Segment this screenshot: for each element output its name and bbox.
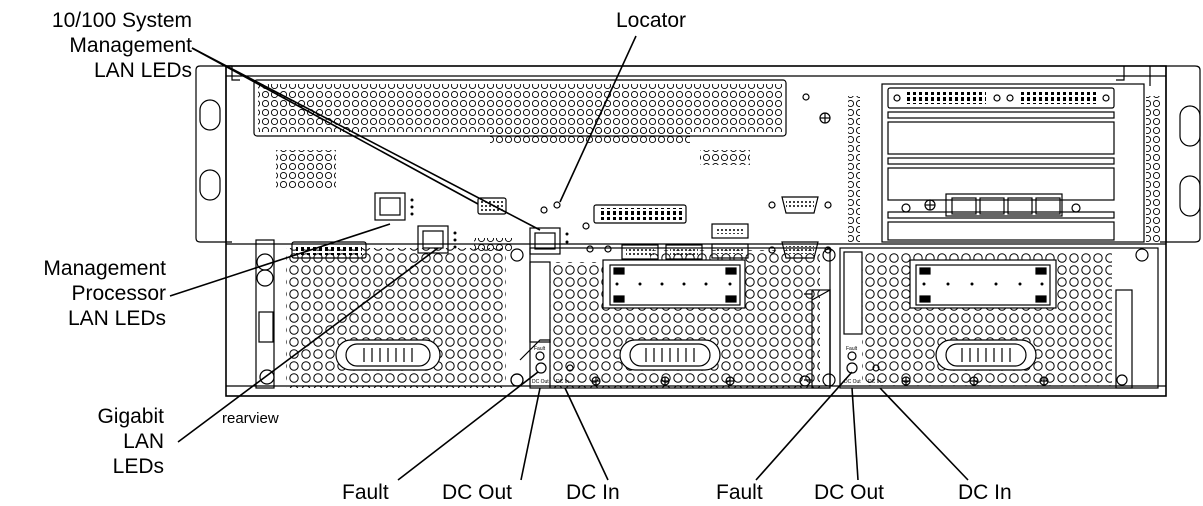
sys-mgmt-lan-port	[529, 227, 561, 255]
label-fault-1: Fault	[342, 481, 389, 504]
leader-sys-mgmt-2	[191, 47, 541, 231]
leader-locator	[559, 35, 637, 203]
leader-gigabit	[177, 247, 439, 443]
leader-sys-mgmt-1	[191, 47, 479, 205]
pci-slot-area	[881, 83, 1145, 243]
mgmt-processor-lan-leds	[410, 198, 414, 216]
label-gigabit-line2: LAN	[123, 430, 164, 453]
leader-fault-2	[755, 371, 853, 481]
psu1-dcin-mark: DC In	[556, 379, 569, 385]
label-rearview: rearview	[222, 410, 279, 427]
power-supply-2	[811, 247, 1159, 389]
label-sys-mgmt-line2: Management	[69, 34, 192, 57]
label-mgmt-proc-line1: Management	[43, 257, 166, 280]
leader-fault-1	[397, 371, 539, 481]
gigabit-lan-leds	[453, 231, 457, 249]
psu2-dcout-mark: DC Out	[844, 379, 861, 385]
center-vent-column	[848, 96, 860, 242]
top-vent-panel	[253, 79, 787, 137]
leader-dcin-1	[564, 387, 609, 481]
label-dc-in-1: DC In	[566, 481, 620, 504]
label-dc-out-2: DC Out	[814, 481, 885, 504]
mgmt-processor-lan-port	[374, 192, 406, 221]
psu1-mount-screw	[510, 373, 524, 387]
chassis-outline	[225, 65, 1167, 397]
label-sys-mgmt-line1: 10/100 System	[51, 9, 192, 32]
label-fault-2: Fault	[716, 481, 763, 504]
label-gigabit-line3: LEDs	[112, 455, 164, 478]
psu1-dcout-mark: DC Out	[532, 379, 549, 385]
right-vent-column	[1146, 96, 1160, 242]
leader-dcout-1	[520, 387, 541, 481]
leader-dcin-2	[879, 387, 969, 481]
label-sys-mgmt-line3: LAN LEDs	[93, 59, 192, 82]
left-handle-strip	[255, 239, 275, 389]
label-locator: Locator	[616, 9, 687, 32]
scsi-connector-center	[593, 204, 687, 224]
left-fan-vent	[286, 248, 524, 388]
leader-dcout-2	[851, 387, 859, 481]
label-mgmt-processor-lan-leds: Management Processor LAN LEDs	[0, 256, 166, 331]
power-supply-1	[510, 247, 831, 389]
locator-led	[553, 201, 561, 209]
sys-mgmt-lan-leds	[565, 232, 569, 244]
label-dc-in-2: DC In	[958, 481, 1012, 504]
psu2-fault-mark: Fault	[846, 346, 858, 352]
label-mgmt-proc-line3: LAN LEDs	[67, 307, 166, 330]
label-gigabit-lan-leds: Gigabit LAN LEDs	[0, 404, 164, 479]
label-sys-mgmt-lan-leds: 10/100 System Management LAN LEDs	[0, 8, 192, 83]
serial-port-top	[768, 196, 832, 214]
label-gigabit-line1: Gigabit	[97, 405, 164, 428]
psu1-fault-mark: Fault	[534, 346, 546, 352]
sys-mgmt-lan-connector	[477, 197, 507, 215]
io-vents	[276, 130, 750, 252]
psu2-dcin-mark: DC In	[868, 379, 881, 385]
label-dc-out-1: DC Out	[442, 481, 513, 504]
label-mgmt-proc-line2: Processor	[71, 282, 166, 305]
leader-mgmt-proc	[169, 223, 391, 297]
